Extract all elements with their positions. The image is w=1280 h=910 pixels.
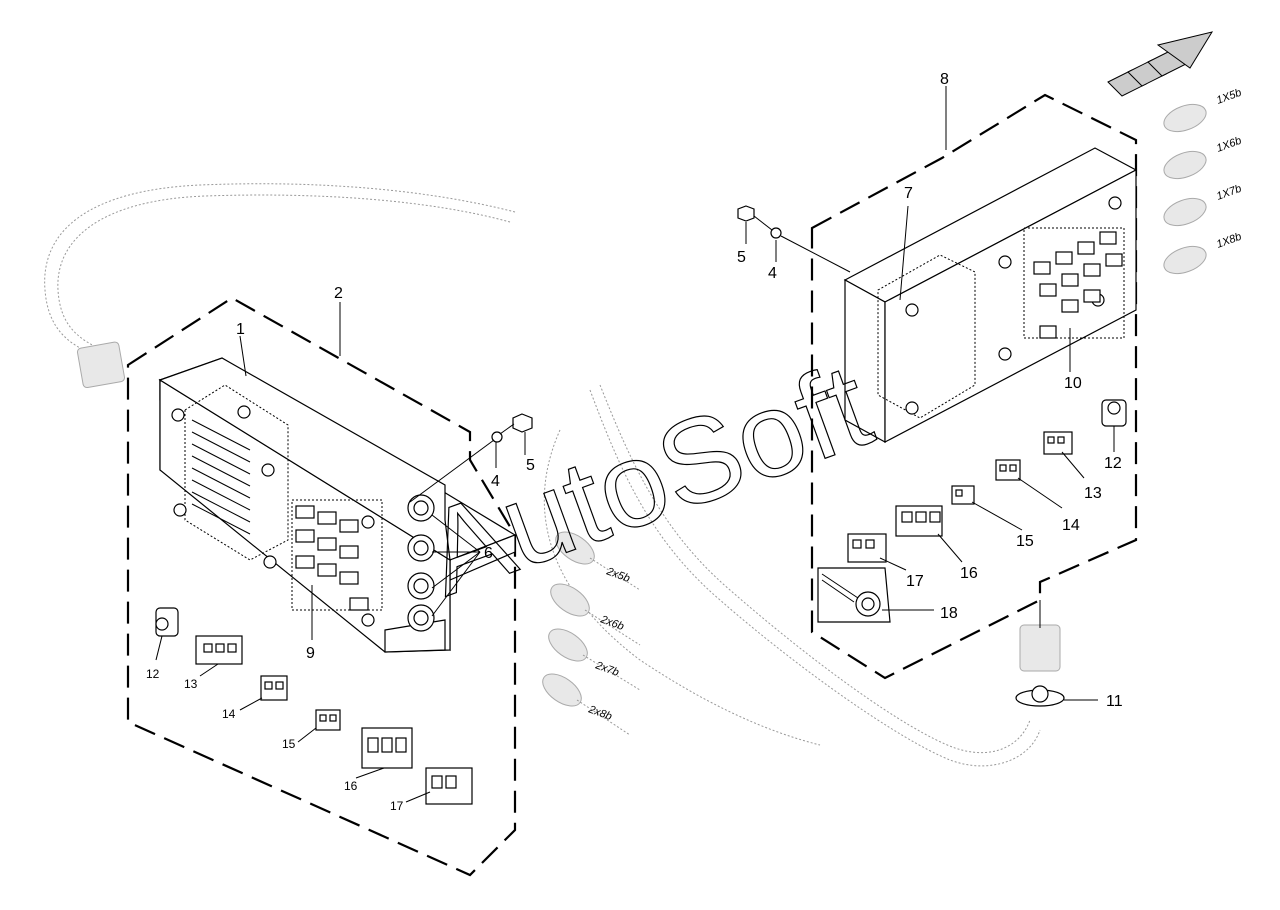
part-16-connector (361, 727, 413, 769)
callout-13: 13 (184, 677, 198, 691)
part-17-connector-right (847, 533, 887, 563)
callout-14: 14 (222, 707, 236, 721)
nut-icon (737, 205, 755, 222)
callout-17: 17 (906, 573, 924, 590)
part-13-connector-right (1043, 431, 1073, 455)
callout-15: 15 (282, 737, 296, 751)
washer-icon (491, 431, 503, 443)
ghost-connectors-left (542, 531, 641, 736)
terminal-blocks (295, 505, 369, 611)
callout-9: 9 (306, 645, 315, 662)
screw-icon (173, 503, 187, 517)
nut-icon (512, 413, 533, 433)
left-assembly: 1 2 4 5 6 9 12 13 14 15 16 17 (126, 285, 535, 877)
callout-12: 12 (146, 667, 160, 681)
callout-16: 16 (344, 779, 358, 793)
cable-label-2x8b: 2x8b (586, 703, 613, 723)
part-18-cable-plug (817, 567, 891, 623)
cable-label-1x7b: 1X7b (1215, 183, 1243, 203)
screw-icon (261, 463, 275, 477)
screw-icon (998, 255, 1012, 269)
screw-icon (905, 303, 919, 317)
callout-14: 14 (1062, 517, 1080, 534)
screw-icon (361, 613, 375, 627)
callout-11: 11 (1106, 693, 1123, 710)
screw-icon (1108, 196, 1122, 210)
ghost-connectors-right (1163, 103, 1207, 275)
screw-icon (263, 555, 277, 569)
washer-icon (770, 227, 782, 239)
callout-13: 13 (1084, 485, 1102, 502)
callout-8: 8 (940, 71, 949, 88)
round-connectors (407, 494, 435, 632)
part-12-plug (155, 607, 179, 637)
callout-17: 17 (390, 799, 404, 813)
direction-arrow-icon (1107, 31, 1214, 97)
cable-label-2x6b: 2x6b (598, 613, 625, 633)
ghost-cable-right-bottom (1019, 600, 1061, 672)
callout-1: 1 (236, 321, 245, 338)
right-assembly: 8 7 5 4 10 12 13 14 15 16 17 18 11 (737, 71, 1138, 710)
cable-label-2x5b: 2x5b (604, 565, 631, 585)
cable-label-1x8b: 1X8b (1215, 231, 1243, 251)
part-15-connector (315, 709, 341, 731)
screw-icon (237, 405, 251, 419)
screw-icon (171, 408, 185, 422)
callout-2: 2 (334, 285, 343, 302)
cable-labels-right: 1X5b 1X6b 1X7b 1X8b (1215, 87, 1243, 251)
callout-10: 10 (1064, 375, 1082, 392)
callout-18: 18 (940, 605, 958, 622)
callout-6: 6 (484, 545, 493, 562)
ghost-cable-center (543, 384, 1041, 767)
part-13-connector (195, 635, 243, 665)
cable-label-1x5b: 1X5b (1215, 87, 1243, 107)
display-panel-lines (191, 419, 251, 535)
part-14-connector-right (995, 459, 1021, 481)
part-14-connector (260, 675, 288, 701)
part-11-clamp (1015, 685, 1065, 707)
screw-icon (361, 515, 375, 529)
callout-5: 5 (526, 457, 535, 474)
watermark-text: AutoSoft (408, 338, 886, 621)
screw-icon (905, 401, 919, 415)
callout-7: 7 (904, 185, 913, 202)
part-15-connector-right (951, 485, 975, 505)
callout-4: 4 (491, 473, 500, 490)
screw-icon (998, 347, 1012, 361)
callout-4: 4 (768, 265, 777, 282)
callout-5: 5 (737, 249, 746, 266)
callout-12: 12 (1104, 455, 1122, 472)
cable-label-2x7b: 2x7b (593, 659, 620, 679)
part-12-plug-right (1101, 399, 1127, 427)
terminal-blocks-right (1033, 231, 1123, 339)
part-17-connector (425, 767, 473, 805)
cable-label-1x6b: 1X6b (1215, 135, 1243, 155)
part-16-connector-right (895, 505, 943, 537)
ghost-cable-top-left (44, 183, 516, 389)
callout-16: 16 (960, 565, 978, 582)
cable-labels-left: 2x5b 2x6b 2x7b 2x8b (586, 565, 631, 723)
callout-15: 15 (1016, 533, 1034, 550)
